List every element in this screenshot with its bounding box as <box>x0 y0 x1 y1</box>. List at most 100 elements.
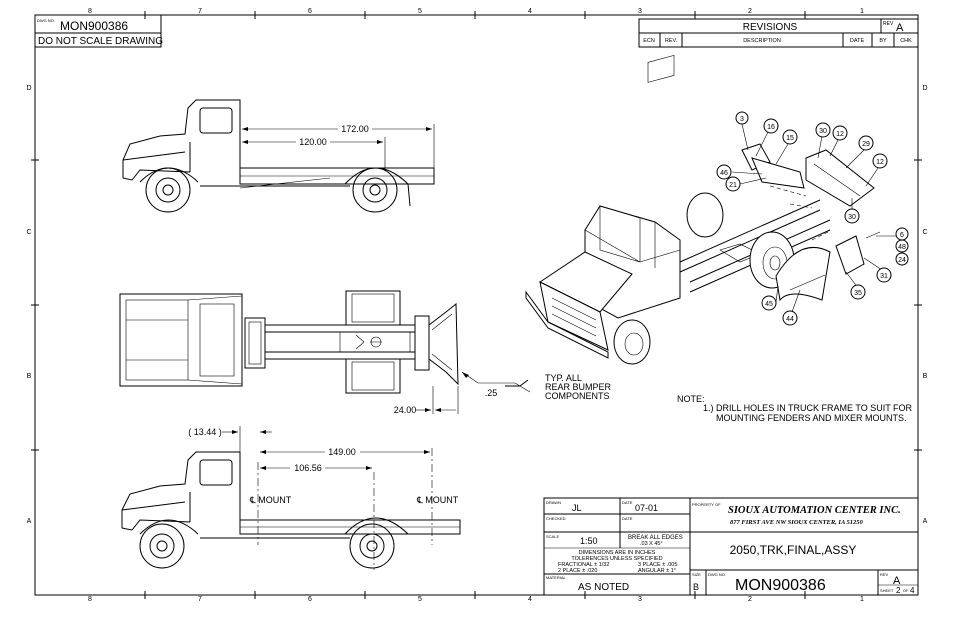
svg-text:48: 48 <box>898 244 906 251</box>
material-value: AS NOTED <box>578 582 629 593</box>
dim-172: 172.00 <box>341 124 369 134</box>
of-label: OF <box>903 588 909 593</box>
zone-row-label: C <box>922 229 927 236</box>
balloon: 24 <box>895 252 909 266</box>
edges-note-2: .03 X 45° <box>640 541 663 547</box>
balloon: 3 <box>735 111 749 125</box>
side-view-truck-bottom: ( 13.44 ) 149.00 106.56 ℄ MOUNT ℄ MOUNT <box>121 426 461 570</box>
zone-col-label: 5 <box>418 596 422 603</box>
isometric-truck-assembly: 3 16 15 30 12 29 12 46 21 30 6 48 24 31 … <box>525 55 909 365</box>
tolerance-2: TOLERENCES UNLESS SPECIFIED <box>571 556 662 562</box>
revisions-title: REVISIONS <box>743 22 798 33</box>
drawn-label: DRAWN <box>546 500 561 505</box>
zone-col-label: 4 <box>528 8 532 15</box>
svg-text:31: 31 <box>880 273 888 280</box>
dwg-no-label: DWG NO. <box>708 572 726 577</box>
balloon: 30 <box>815 122 831 138</box>
svg-text:35: 35 <box>854 290 862 297</box>
dim-106-56: 106.56 <box>294 463 322 473</box>
note-line-2: MOUNTING FENDERS AND MIXER MOUNTS. <box>716 413 907 423</box>
rev-value: A <box>896 22 904 34</box>
zone-col-label: 5 <box>418 8 422 15</box>
general-note: NOTE: 1.) DRILL HOLES IN TRUCK FRAME TO … <box>677 394 913 423</box>
zone-row-label: D <box>26 85 31 92</box>
svg-text:15: 15 <box>786 135 794 142</box>
zone-row-label: A <box>923 518 928 525</box>
svg-text:21: 21 <box>729 182 737 189</box>
checked-date-label: DATE <box>622 516 633 521</box>
dwg-no-value: MON900386 <box>735 577 826 594</box>
svg-text:6: 6 <box>900 232 904 239</box>
checked-label: CHECKED <box>546 516 566 521</box>
zone-col-label: 1 <box>860 596 864 603</box>
zone-row-label: B <box>27 373 32 380</box>
balloon: 12 <box>872 153 888 169</box>
svg-text:12: 12 <box>836 131 844 138</box>
plan-view-truck: 24.00 .25 TYP. ALL REAR BUMPER COMPONENT… <box>119 290 612 415</box>
zone-col-label: 6 <box>308 596 312 603</box>
typ-rear-bumper-note: TYP. ALL REAR BUMPER COMPONENTS <box>545 373 612 401</box>
company-address: 877 FIRST AVE NW SIOUX CENTER, IA 51250 <box>730 519 864 526</box>
side-view-truck-top: 172.00 120.00 <box>122 99 435 213</box>
dim-120: 120.00 <box>299 137 327 147</box>
typ-note-line-1: TYP. ALL <box>545 373 582 383</box>
balloon: 6 <box>895 227 909 241</box>
property-label: PROPERTY OF <box>692 502 721 507</box>
zone-col-label: 1 <box>860 8 864 15</box>
title-block: DRAWN JL DATE 07-01 CHECKED DATE SCALE 1… <box>543 497 919 596</box>
zone-col-label: 7 <box>198 596 202 603</box>
svg-text:30: 30 <box>819 128 827 135</box>
balloon: 12 <box>832 125 848 141</box>
zone-col-label: 2 <box>748 8 752 15</box>
zone-row-label: A <box>27 518 32 525</box>
dim-13-44: ( 13.44 ) <box>188 427 222 437</box>
balloon: 16 <box>763 118 779 134</box>
typ-note-line-3: COMPONENTS <box>545 391 610 401</box>
balloon-leaders <box>731 123 898 313</box>
svg-text:12: 12 <box>876 159 884 166</box>
drawing-title: 2050,TRK,FINAL,ASSY <box>730 543 857 557</box>
edges-note-1: BREAK ALL EDGES <box>628 535 683 541</box>
svg-text:44: 44 <box>786 316 794 323</box>
scale-value: 1:50 <box>580 536 598 546</box>
revisions-block: REVISIONS REV A ECN REV. DESCRIPTION DAT… <box>638 18 919 48</box>
rev-col-description: DESCRIPTION <box>743 38 781 44</box>
zone-col-label: 6 <box>308 8 312 15</box>
rev-label: REV <box>883 21 894 27</box>
sheet-label: SHEET <box>880 588 894 593</box>
sheet-value: 2 <box>896 586 901 595</box>
dwg-no-small-label: DWG NO. <box>37 18 55 23</box>
sheet-total: 4 <box>910 586 915 595</box>
svg-text:29: 29 <box>862 141 870 148</box>
balloon: 46 <box>716 164 732 180</box>
typ-note-line-2: REAR BUMPER <box>545 382 612 392</box>
rev-col-date: DATE <box>850 38 865 44</box>
balloon: 15 <box>782 129 798 145</box>
tolerance-3: FRACTIONAL ± 1/32 <box>558 562 609 568</box>
dim-24: 24.00 <box>394 405 417 415</box>
svg-text:16: 16 <box>767 124 775 131</box>
zone-row-label: D <box>922 85 927 92</box>
rev-col-by: BY <box>879 38 887 44</box>
zone-column-labels-bottom: 8 7 6 5 4 3 2 1 <box>88 596 864 603</box>
tolerance-4: 2 PLACE ± .020 <box>558 568 597 574</box>
tolerance-5: 3 PLACE ± .005 <box>638 562 677 568</box>
size-value: B <box>693 582 699 592</box>
zone-col-label: 8 <box>88 8 92 15</box>
svg-text:24: 24 <box>898 257 906 264</box>
mount-label-front: ℄ MOUNT <box>249 495 292 505</box>
rev-col-rev: REV. <box>665 38 678 44</box>
zone-row-labels-left: D C B A <box>26 85 31 525</box>
balloon: 29 <box>858 135 874 151</box>
bumper-callout: .25 <box>485 388 498 398</box>
drawn-value: JL <box>572 503 582 513</box>
zone-row-label: C <box>26 229 31 236</box>
part-balloons: 3 16 15 30 12 29 12 46 21 30 6 48 24 31 … <box>716 111 909 326</box>
dwg-no-top: MON900386 <box>60 19 128 33</box>
zone-col-label: 3 <box>638 596 642 603</box>
note-heading: NOTE: <box>677 394 705 404</box>
dim-149: 149.00 <box>328 447 356 457</box>
date-value: 07-01 <box>635 503 658 513</box>
balloon: 44 <box>782 310 798 326</box>
zone-col-label: 8 <box>88 596 92 603</box>
